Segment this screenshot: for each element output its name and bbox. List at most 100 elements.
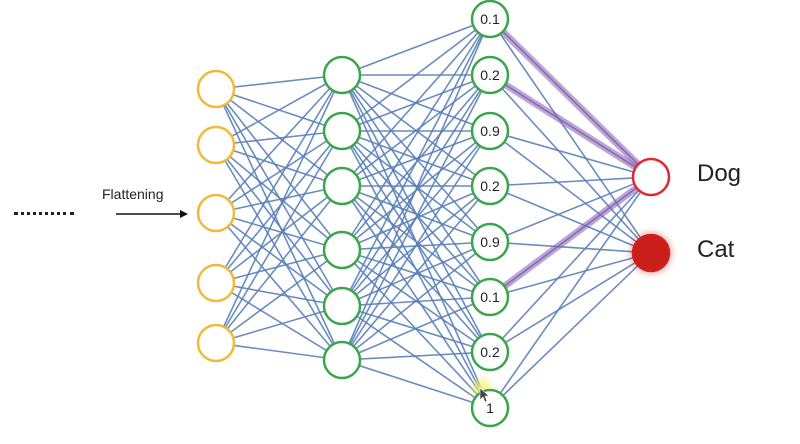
connection-line [341,18,491,76]
connection-line [215,212,343,361]
feature-neuron [470,277,510,317]
connection-line [489,176,652,409]
connection-line [215,74,343,146]
connection-line [489,252,652,298]
highlighted-connection [486,15,655,181]
hidden-neuron [322,55,362,95]
connection-line [215,282,343,361]
feature-neuron [470,111,510,151]
connection-line [215,212,343,307]
flattening-label: Flattening [102,186,164,202]
neurons: 0.1 0.2 0.9 0.2 0.9 0.1 0.2 1 [196,0,672,428]
connection-line [489,252,652,353]
connection-line [341,241,491,361]
highlighted-connection [486,71,655,181]
connection-line [341,18,491,361]
connection-line [215,249,343,344]
connection-line [215,74,343,344]
hidden-neuron [322,111,362,151]
connection-line [341,296,491,361]
feature-neuron [470,166,510,206]
connection-line [341,18,491,251]
connection-line [341,185,491,409]
connections [215,18,652,409]
connection-line [215,130,343,344]
connection-line [489,130,652,254]
connection-line [215,74,343,214]
connection-line [215,282,343,307]
connection-line [341,74,491,187]
connection-line [489,252,652,409]
connection-line [215,74,343,90]
feature-neuron-value: 1 [486,400,494,416]
flattening-arrow-icon [116,210,188,218]
output-label-dog: Dog [697,160,742,187]
highlighted-connections [486,15,655,301]
hidden-neuron [322,286,362,326]
connection-line [215,144,343,361]
highlighted-connection [486,173,655,301]
connection-line [489,18,652,254]
mouse-pointer-icon [479,387,490,403]
input-neuron [196,323,236,363]
connection-line [341,18,491,132]
connection-line [215,249,343,284]
preceding-layers-dots [14,212,74,215]
connection-line [215,130,343,284]
input-neuron [196,69,236,109]
feature-neuron-value: 0.1 [480,11,500,27]
hidden-neuron [322,166,362,206]
feature-neuron [470,332,510,372]
connection-line [341,185,491,298]
connection-line [215,185,343,214]
feature-neuron-value: 0.2 [480,344,500,360]
connection-line [215,88,343,251]
connection-line [341,130,491,187]
connection-line [215,342,343,361]
feature-neuron-value: 0.9 [480,123,500,139]
input-neuron [196,193,236,233]
connection-line [341,130,491,361]
connection-line [341,185,491,353]
connection-line [489,74,652,254]
connection-line [215,130,343,146]
feature-neuron-value: 0.9 [480,234,500,250]
connection-line [489,176,652,243]
input-neuron [196,263,236,303]
connection-line [341,18,491,307]
connection-line [215,144,343,307]
feature-neuron-value: 0.2 [480,67,500,83]
connection-line [215,144,343,251]
feature-neuron [470,55,510,95]
connection-line [215,305,343,344]
feature-neuron-value: 0.2 [480,178,500,194]
output-label-cat: Cat [697,236,735,263]
connection-line [341,18,491,187]
feature-neuron [470,0,510,39]
connection-line [341,185,491,243]
connection-line [215,130,343,214]
connection-line [215,185,343,284]
connection-line [215,144,343,187]
feature-neuron-value: 0.1 [480,289,500,305]
connection-line [341,359,491,409]
connection-line [215,74,343,284]
connection-line [489,185,652,254]
connection-line [215,185,343,344]
connection-line [215,212,343,251]
connection-line [489,176,652,187]
hidden-neuron [322,340,362,380]
connection-line [341,185,491,361]
output-neuron [631,233,671,273]
connection-line [341,74,491,361]
connection-line [341,351,491,361]
connection-line [489,241,652,254]
connection-line [489,130,652,178]
output-neuron [631,157,671,197]
hidden-neuron [322,230,362,270]
connection-line [489,176,652,353]
input-neuron [196,125,236,165]
feature-neuron [470,222,510,262]
